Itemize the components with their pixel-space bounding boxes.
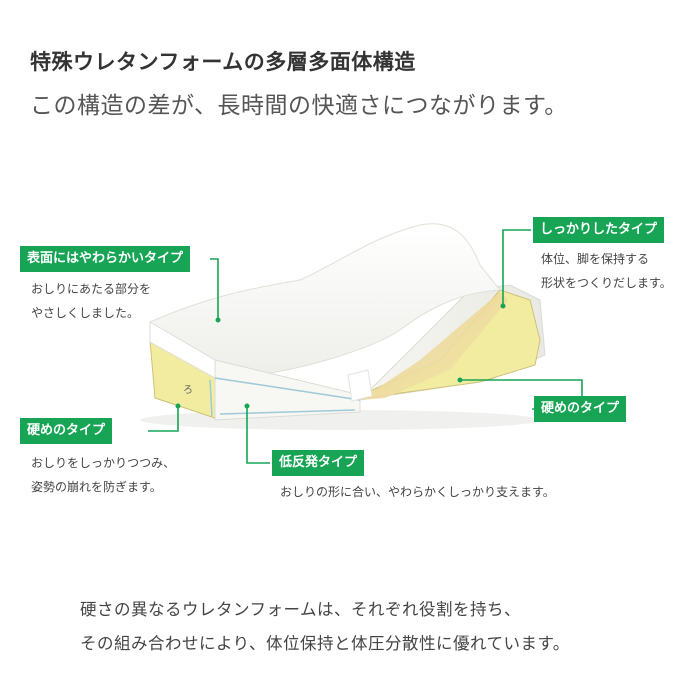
front-mark: ろ xyxy=(183,385,193,396)
label-firm-support: しっかりしたタイプ xyxy=(533,217,665,243)
footer-line2: その組み合わせにより、体位保持と体圧分散性に優れています。 xyxy=(80,634,570,653)
leader-firm-support xyxy=(502,229,531,306)
desc-low-rebound-line1: おしりの形に合い、やわらかくしっかり支えます。 xyxy=(280,485,555,499)
dot-firm-right xyxy=(457,377,463,383)
footer-line1: 硬さの異なるウレタンフォームは、それぞれ役割を持ち、 xyxy=(80,600,522,619)
dot-firm-left xyxy=(175,403,181,409)
label-firm-left: 硬めのタイプ xyxy=(20,418,113,444)
leader-surface-soft xyxy=(210,258,219,320)
desc-firm-support-line1: 体位、脚を保持する xyxy=(541,252,650,266)
desc-firm-left-line2: 姿勢の崩れを防ぎます。 xyxy=(31,480,162,494)
label-firm-right: 硬めのタイプ xyxy=(534,396,627,422)
dot-surface-soft xyxy=(215,317,221,323)
label-surface-soft: 表面にはやわらかいタイプ xyxy=(20,246,191,272)
leader-firm-left xyxy=(148,406,179,432)
desc-surface-soft-line2: やさしくしました。 xyxy=(31,306,140,320)
desc-firm-support-line2: 形状をつくりだします。 xyxy=(541,276,672,290)
cushion-long-side xyxy=(214,359,361,421)
low-rebound-layer xyxy=(360,292,508,400)
leader-low-rebound xyxy=(246,406,270,464)
desc-firm-left-line1: おしりをしっかりつつみ、 xyxy=(31,456,176,470)
label-low-rebound: 低反発タイプ xyxy=(272,450,365,476)
soft-top-layer xyxy=(149,223,501,376)
cushion-tag xyxy=(347,369,373,402)
dot-firm-support xyxy=(500,303,506,309)
page-subtitle: この構造の差が、長時間の快適さにつながります。 xyxy=(30,93,568,119)
dot-low-rebound xyxy=(244,403,250,409)
desc-surface-soft-line1: おしりにあたる部分を xyxy=(31,282,152,296)
page-title: 特殊ウレタンフォームの多層多面体構造 xyxy=(30,50,416,74)
